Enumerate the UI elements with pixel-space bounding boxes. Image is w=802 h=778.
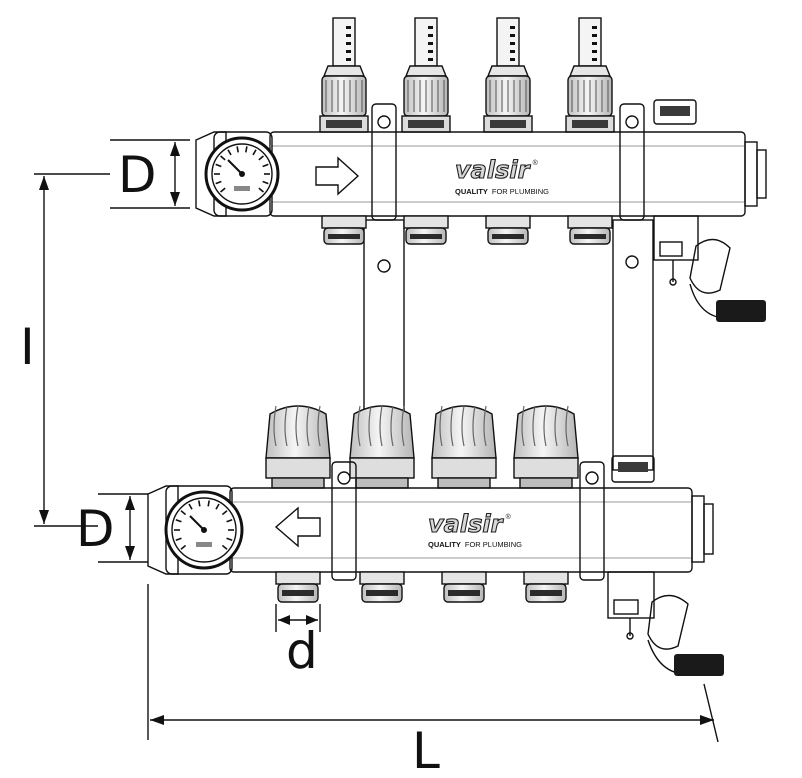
dimension-label-d: d — [286, 622, 318, 680]
valve-cap — [349, 405, 415, 489]
flow-meter-group — [319, 17, 615, 133]
outlet-fitting — [523, 571, 569, 603]
dimension-label-D-top: D — [118, 146, 157, 204]
flow-arrow-left-icon — [274, 506, 321, 548]
flow-meter — [565, 17, 615, 133]
flow-meter — [483, 17, 533, 133]
brand-slogan-bottom: QUALITY FOR PLUMBING — [428, 540, 522, 549]
flow-meter — [401, 17, 451, 133]
outlet-fitting — [441, 571, 487, 603]
drain-valve-bottom — [607, 571, 724, 676]
pressure-gauge-top — [204, 136, 280, 212]
outlet-fittings-top — [321, 215, 613, 245]
dimension-lines — [34, 139, 719, 743]
dimension-label-I: I — [20, 318, 35, 376]
outlet-fitting — [567, 215, 613, 245]
dimension-label-D-bottom: D — [76, 500, 115, 558]
brand-logo-top: valsir — [455, 156, 532, 184]
dimension-labels: D D I d L — [20, 146, 440, 778]
drain-valve-top — [653, 215, 766, 322]
return-manifold: valsir QUALITY FOR PLUMBING ® — [147, 405, 724, 676]
valve-caps — [265, 405, 579, 489]
trademark-symbol: ® — [533, 159, 539, 167]
outlet-fittings-bottom — [275, 571, 569, 603]
brand-logo-bottom: valsir — [428, 510, 505, 538]
supply-manifold: valsir QUALITY FOR PLUMBING ® — [195, 17, 767, 322]
outlet-fitting — [275, 571, 321, 603]
valve-cap — [431, 405, 497, 489]
valve-cap — [265, 405, 331, 489]
valve-cap — [513, 405, 579, 489]
flow-arrow-right-icon — [315, 156, 360, 196]
outlet-fitting — [403, 215, 449, 245]
pressure-gauge-bottom — [164, 490, 244, 570]
outlet-fitting — [485, 215, 531, 245]
outlet-fitting — [359, 571, 405, 603]
trademark-symbol: ® — [506, 513, 512, 521]
brand-slogan-top: QUALITY FOR PLUMBING — [455, 187, 549, 196]
outlet-fitting — [321, 215, 367, 245]
flow-meter — [319, 17, 369, 133]
dimension-label-L: L — [412, 722, 440, 778]
